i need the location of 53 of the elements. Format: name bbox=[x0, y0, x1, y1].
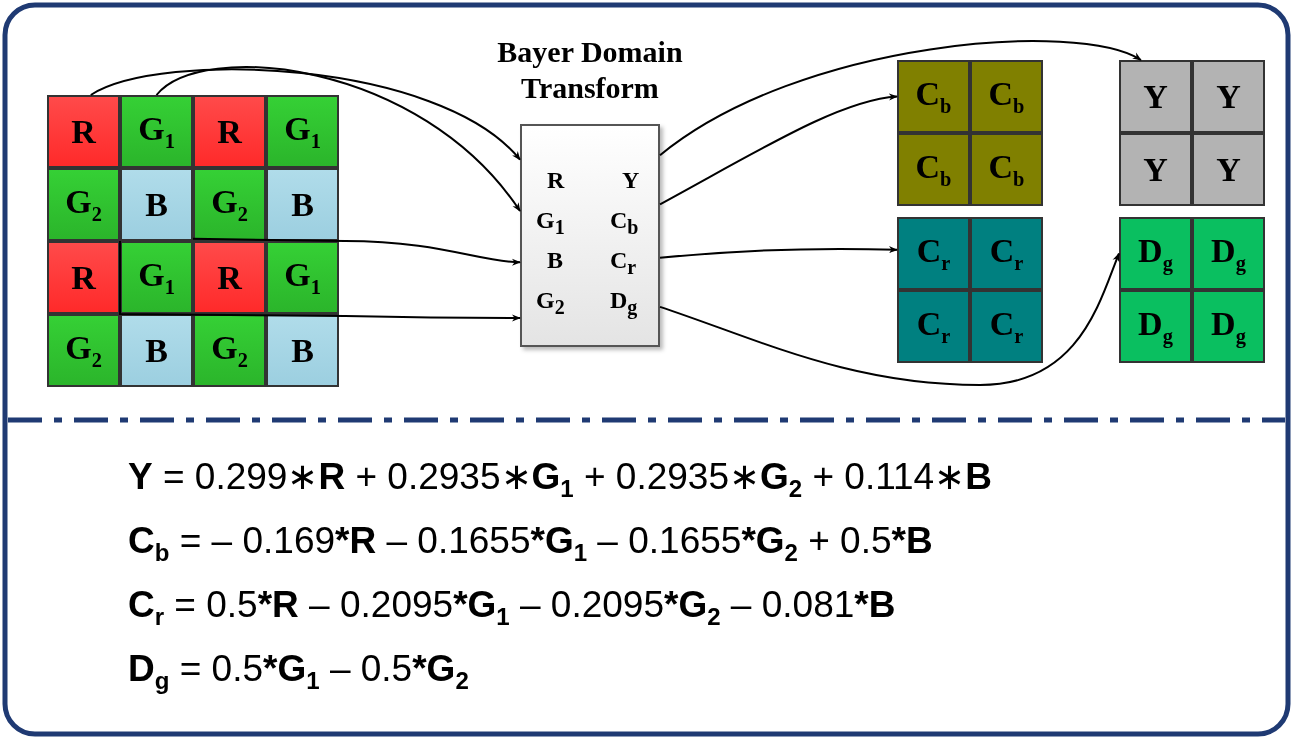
pixel-cell: G$_{2}$ bbox=[47, 314, 120, 387]
equation: Y = 0.299∗R + 0.2935∗G$_{1}$ + 0.2935∗G$_{2}$ + 0.114∗B bbox=[128, 455, 992, 505]
pixel-cell: C$_{b}$ bbox=[897, 133, 970, 206]
arrow bbox=[89, 68, 521, 161]
arrow bbox=[155, 66, 521, 212]
pixel-cell: D$_{g}$ bbox=[1119, 290, 1192, 363]
port-label: D$_{g}$ bbox=[610, 286, 638, 321]
port-label: G$_{2}$ bbox=[536, 286, 565, 320]
equation: C$_{r}$ = 0.5*R – 0.2095*G$_{1}$ – 0.2095*G$_{2}$ – 0.081*B bbox=[128, 583, 896, 633]
pixel-cell: Y bbox=[1192, 60, 1265, 133]
pixel-cell: R bbox=[193, 95, 266, 168]
pixel-cell: C$_{b}$ bbox=[970, 133, 1043, 206]
port-label: Y bbox=[622, 166, 640, 194]
pixel-cell: G$_{2}$ bbox=[47, 168, 120, 241]
pixel-cell: G$_{1}$ bbox=[120, 241, 193, 314]
pixel-cell: C$_{b}$ bbox=[970, 60, 1043, 133]
pixel-cell: G$_{2}$ bbox=[193, 314, 266, 387]
pixel-cell: Y bbox=[1119, 133, 1192, 206]
pixel-cell: Y bbox=[1192, 133, 1265, 206]
pixel-cell: D$_{g}$ bbox=[1192, 217, 1265, 290]
pixel-cell: D$_{g}$ bbox=[1192, 290, 1265, 363]
pixel-cell: G$_{1}$ bbox=[120, 95, 193, 168]
port-label: B bbox=[547, 246, 563, 274]
port-label: G$_{1}$ bbox=[536, 206, 565, 240]
arrow bbox=[659, 252, 1120, 386]
equation: D$_{g}$ = 0.5*G$_{1}$ – 0.5*G$_{2}$ bbox=[128, 647, 469, 697]
pixel-cell: B bbox=[266, 168, 339, 241]
pixel-cell: R bbox=[47, 241, 120, 314]
pixel-cell: C$_{r}$ bbox=[897, 217, 970, 290]
arrow bbox=[659, 93, 898, 206]
arrow bbox=[119, 240, 521, 322]
arrow bbox=[659, 246, 898, 259]
pixel-cell: C$_{b}$ bbox=[897, 60, 970, 133]
pixel-cell: Y bbox=[1119, 60, 1192, 133]
pixel-cell: C$_{r}$ bbox=[970, 290, 1043, 363]
port-label: C$_{r}$ bbox=[610, 246, 637, 280]
arrow bbox=[659, 40, 1142, 157]
pixel-cell: B bbox=[120, 314, 193, 387]
pixel-cell: C$_{r}$ bbox=[897, 290, 970, 363]
pixel-cell: G$_{1}$ bbox=[266, 241, 339, 314]
pixel-cell: G$_{2}$ bbox=[193, 168, 266, 241]
equation: C$_{b}$ = – 0.169*R – 0.1655*G$_{1}$ – 0.1655*G$_{2}$ + 0.5*B bbox=[128, 519, 933, 569]
pixel-cell: R bbox=[193, 241, 266, 314]
port-label: C$_{b}$ bbox=[610, 206, 639, 240]
pixel-cell: G$_{1}$ bbox=[266, 95, 339, 168]
pixel-cell: R bbox=[47, 95, 120, 168]
pixel-cell: C$_{r}$ bbox=[970, 217, 1043, 290]
pixel-cell: D$_{g}$ bbox=[1119, 217, 1192, 290]
pixel-cell: B bbox=[120, 168, 193, 241]
arrow bbox=[192, 237, 521, 266]
port-label: R bbox=[547, 166, 565, 194]
block-title: Bayer Domain Transform bbox=[496, 34, 684, 106]
pixel-cell: B bbox=[266, 314, 339, 387]
